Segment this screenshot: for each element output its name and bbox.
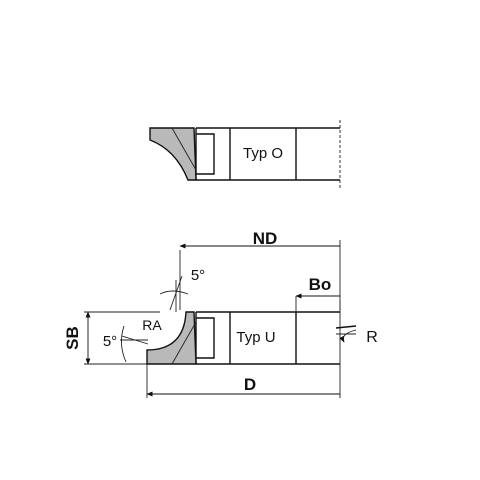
- dimension-sb-label: SB: [63, 326, 82, 350]
- dimension-bo-label: Bo: [309, 275, 332, 294]
- dimension-d-label: D: [244, 375, 256, 394]
- tool-typ-o-neck: [196, 133, 215, 175]
- tool-typ-u-neck: [195, 312, 215, 364]
- dimension-nd: ND: [179, 229, 341, 310]
- angle-top: 5°: [159, 267, 205, 312]
- rotation-label: R: [366, 329, 378, 346]
- angle-left-label: 5°: [103, 333, 117, 350]
- angle-left: 5°: [103, 325, 149, 363]
- tool-typ-o-label-box: [229, 128, 297, 180]
- tool-typ-u-label-box: [229, 312, 297, 364]
- tool-typ-u-shank: [196, 311, 340, 365]
- tool-typ-u-insert: [146, 311, 197, 365]
- tool-typ-u-label: Typ U: [236, 329, 275, 346]
- tool-typ-o-insert-chamfer: [171, 127, 197, 171]
- dimension-nd-label: ND: [253, 229, 278, 248]
- dimension-d: D: [146, 364, 341, 398]
- tool-typ-u-insert-chamfer: [171, 321, 197, 365]
- rotation-indicator: R: [335, 325, 378, 346]
- tool-typ-u: Typ U: [146, 300, 341, 372]
- tool-typ-o-insert: [149, 127, 197, 181]
- dimension-ra-label: RA: [142, 317, 162, 333]
- angle-top-label: 5°: [191, 267, 205, 284]
- rotation-arrow-icon: [339, 329, 357, 343]
- dimension-sb: SB: [63, 311, 160, 365]
- tool-typ-o-label: Typ O: [243, 145, 283, 162]
- dimension-bo: Bo: [295, 275, 340, 312]
- tool-typ-o: Typ O: [149, 120, 341, 188]
